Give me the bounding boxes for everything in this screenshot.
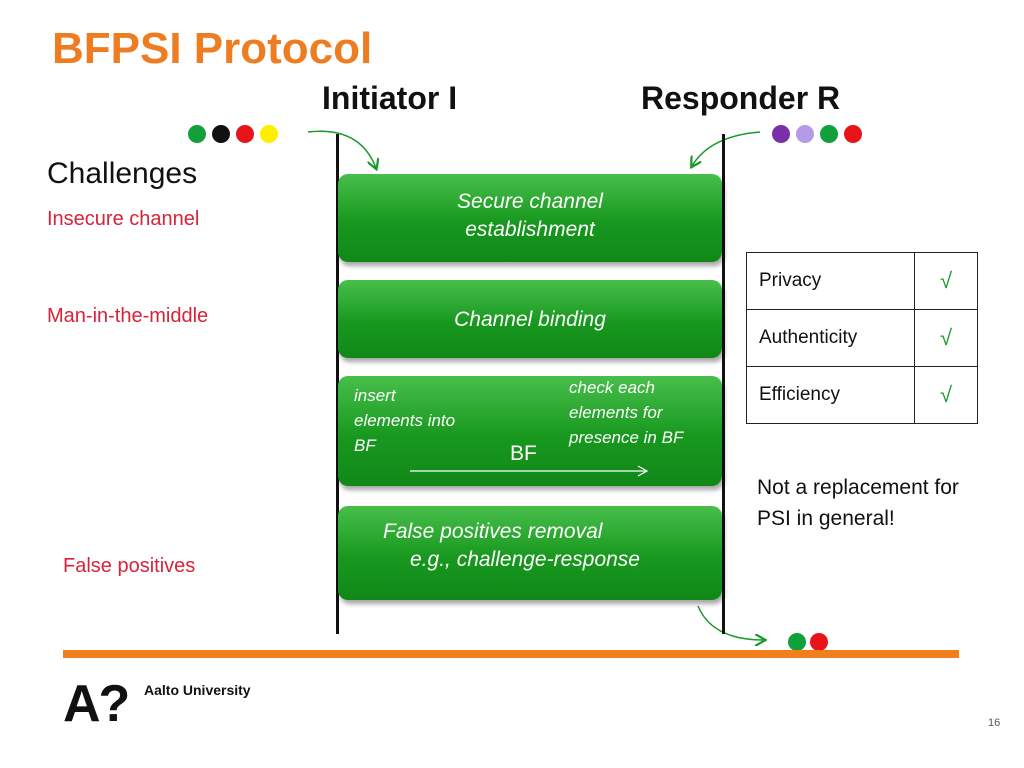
slide-title: BFPSI Protocol: [52, 24, 373, 73]
bf-label: BF: [510, 442, 537, 465]
responder-input-arrow: [692, 131, 761, 166]
initiator-set: [188, 125, 288, 145]
check-line1: check each: [569, 378, 655, 397]
insert-line2: elements into: [354, 411, 456, 430]
check-mark: √: [914, 309, 978, 367]
step-bloom-filter: insert elements into BF check each eleme…: [338, 376, 722, 486]
psi-note-line2: PSI in general!: [757, 507, 895, 530]
responder-dot: [820, 125, 838, 143]
table-row: Privacy √: [746, 252, 978, 310]
step-secure-channel-line2: establishment: [465, 218, 595, 241]
challenges-heading: Challenges: [47, 157, 198, 190]
challenge-insecure-channel: Insecure channel: [47, 208, 200, 230]
step-false-positives: False positives removal e.g., challenge-…: [338, 506, 722, 600]
initiator-dot: [188, 125, 206, 143]
responder-label: Responder R: [641, 80, 841, 116]
initiator-dot: [212, 125, 230, 143]
responder-dot: [796, 125, 814, 143]
responder-dot: [772, 125, 790, 143]
insert-note: insert elements into BF: [354, 383, 455, 458]
aalto-logo-icon: A?: [63, 675, 130, 733]
psi-note-line1: Not a replacement for: [757, 476, 959, 499]
initiator-input-arrow: [307, 130, 376, 168]
check-mark: √: [914, 252, 978, 310]
fp-line1: False positives removal: [383, 520, 603, 543]
responder-dot: [844, 125, 862, 143]
challenge-false-positives: False positives: [63, 555, 196, 577]
check-line3: presence in BF: [569, 428, 684, 447]
result-arrow: [697, 605, 764, 640]
page-number: 16: [988, 717, 1001, 729]
table-row: Efficiency √: [746, 366, 978, 424]
property-label: Authenticity: [746, 309, 915, 367]
initiator-lifeline: [336, 134, 339, 634]
psi-note: Not a replacement for PSI in general!: [757, 472, 959, 534]
check-mark: √: [914, 366, 978, 424]
initiator-dot: [236, 125, 254, 143]
step-secure-channel-line1: Secure channel: [457, 190, 603, 213]
step-secure-channel: Secure channel establishment: [338, 174, 722, 262]
property-label: Privacy: [746, 252, 915, 310]
university-name: Aalto University: [144, 682, 251, 698]
initiator-label: Initiator I: [322, 80, 458, 116]
properties-table: Privacy √ Authenticity √ Efficiency √: [746, 252, 978, 424]
insert-line1: insert: [354, 386, 396, 405]
step-channel-binding-label: Channel binding: [454, 308, 606, 331]
check-line2: elements for: [569, 403, 663, 422]
result-set: [788, 633, 838, 653]
insert-line3: BF: [354, 436, 376, 455]
responder-set: [772, 125, 872, 145]
bf-transfer-arrow: [410, 465, 649, 477]
challenge-mitm: Man-in-the-middle: [47, 305, 209, 327]
result-dot: [810, 633, 828, 651]
check-note: check each elements for presence in BF: [569, 375, 683, 450]
fp-line2: e.g., challenge-response: [410, 548, 640, 571]
step-channel-binding: Channel binding: [338, 280, 722, 358]
footer-bar: [63, 650, 959, 658]
property-label: Efficiency: [746, 366, 915, 424]
table-row: Authenticity √: [746, 309, 978, 367]
responder-lifeline: [722, 134, 725, 634]
initiator-dot: [260, 125, 278, 143]
result-dot: [788, 633, 806, 651]
